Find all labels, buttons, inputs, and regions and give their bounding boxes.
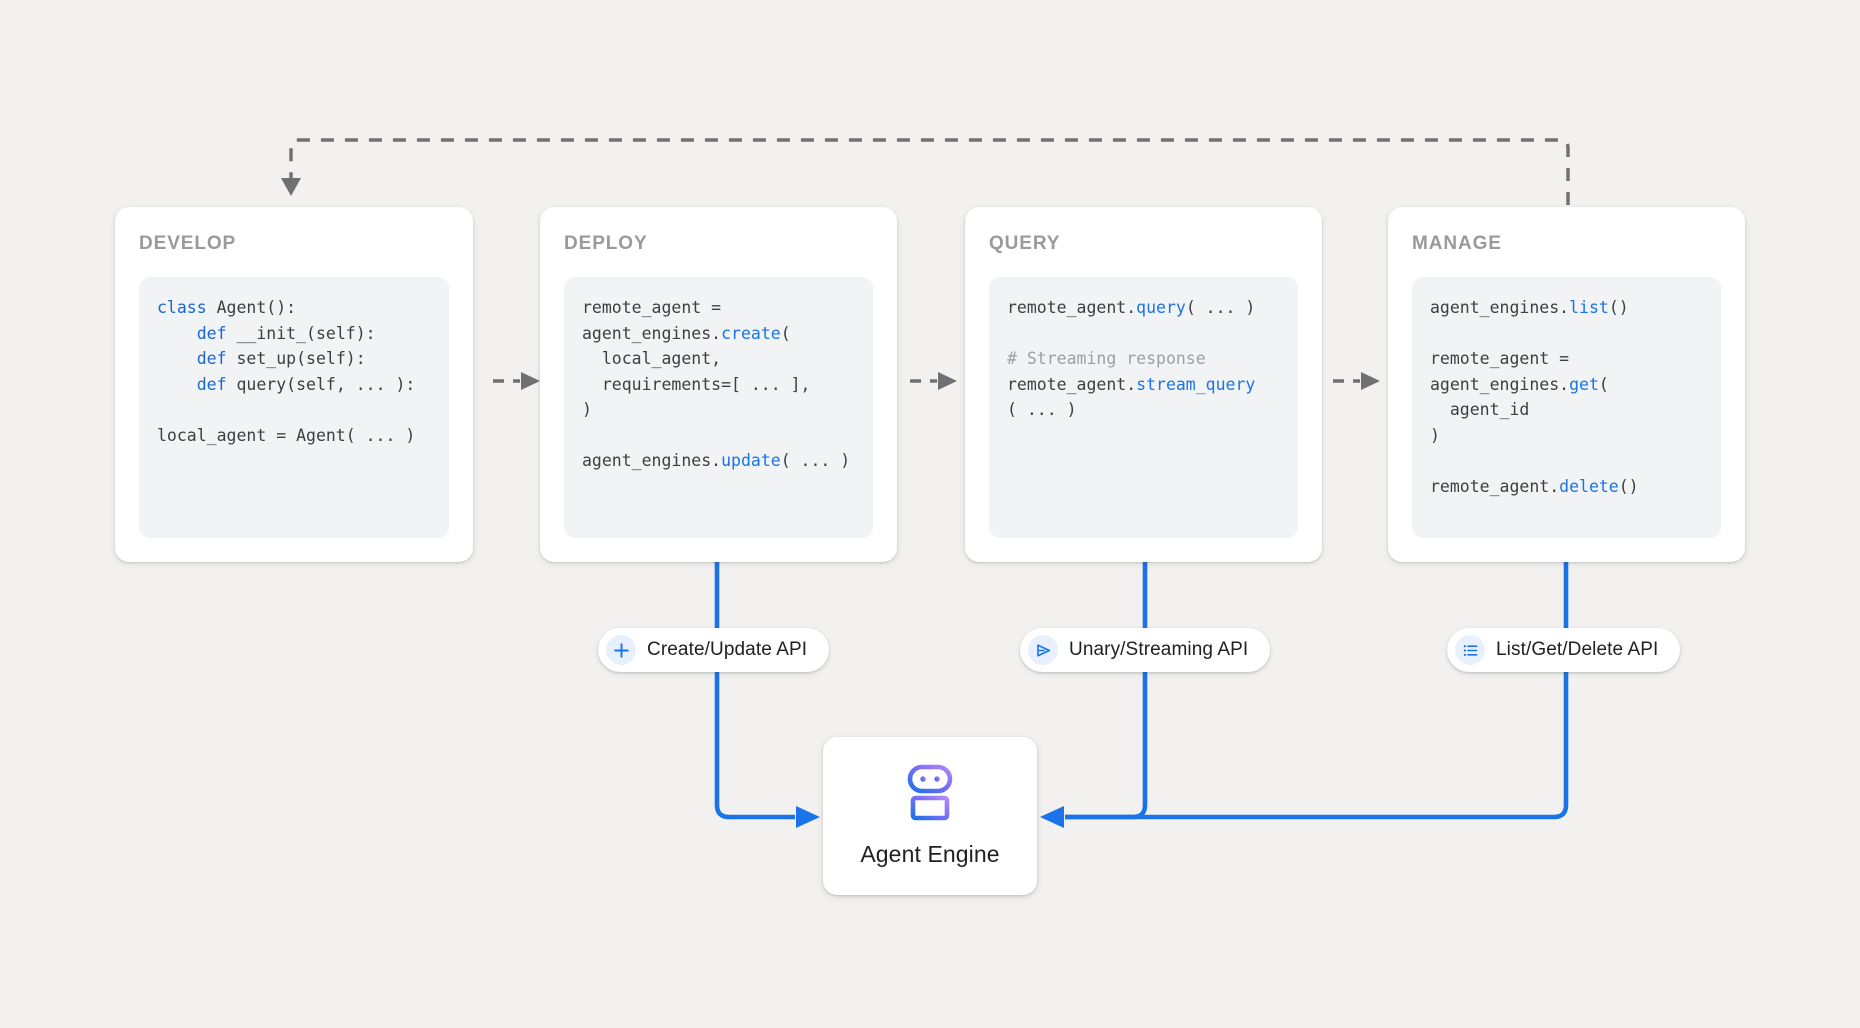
forward-arrow-develop-deploy [493, 372, 540, 390]
code-block-develop: class Agent(): def __init_(self): def se… [139, 277, 449, 538]
code-block-deploy: remote_agent = agent_engines.create( loc… [564, 277, 873, 538]
stage-title-develop: DEVELOP [139, 233, 237, 254]
wire-deploy-to-agent-engine [714, 562, 820, 828]
api-pill-label: Create/Update API [647, 639, 808, 660]
stage-title-deploy: DEPLOY [564, 233, 648, 254]
code-block-query: remote_agent.query( ... ) # Streaming re… [989, 277, 1298, 538]
wire-manage-to-agent-engine [1065, 562, 1569, 820]
robot-icon [897, 764, 963, 827]
code-block-manage: agent_engines.list() remote_agent = agen… [1412, 277, 1721, 538]
agent-engine-label: Agent Engine [860, 841, 1000, 867]
list-icon [1455, 635, 1485, 665]
plus-icon [606, 635, 636, 665]
forward-arrow-query-manage [1333, 372, 1380, 390]
api-pill-unary-streaming[interactable]: Unary/Streaming API [1020, 628, 1271, 672]
stage-card-query[interactable]: QUERY remote_agent.query( ... ) # Stream… [965, 207, 1322, 562]
stage-title-manage: MANAGE [1412, 233, 1502, 254]
stage-card-develop[interactable]: DEVELOP class Agent(): def __init_(self)… [115, 207, 473, 562]
forward-arrow-deploy-query [910, 372, 957, 390]
api-pill-label: List/Get/Delete API [1496, 639, 1659, 660]
send-arrow-icon [1028, 635, 1058, 665]
api-pill-label: Unary/Streaming API [1069, 639, 1249, 660]
stage-card-manage[interactable]: MANAGE agent_engines.list() remote_agent… [1388, 207, 1745, 562]
stage-title-query: QUERY [989, 233, 1061, 254]
stage-card-deploy[interactable]: DEPLOY remote_agent = agent_engines.crea… [540, 207, 897, 562]
feedback-loop-dashed [281, 138, 1570, 205]
api-pill-create-update[interactable]: Create/Update API [598, 628, 830, 672]
wire-query-to-agent-engine [1040, 562, 1148, 828]
api-pill-list-get-delete[interactable]: List/Get/Delete API [1447, 628, 1681, 672]
agent-engine-node[interactable]: Agent Engine [823, 737, 1037, 895]
